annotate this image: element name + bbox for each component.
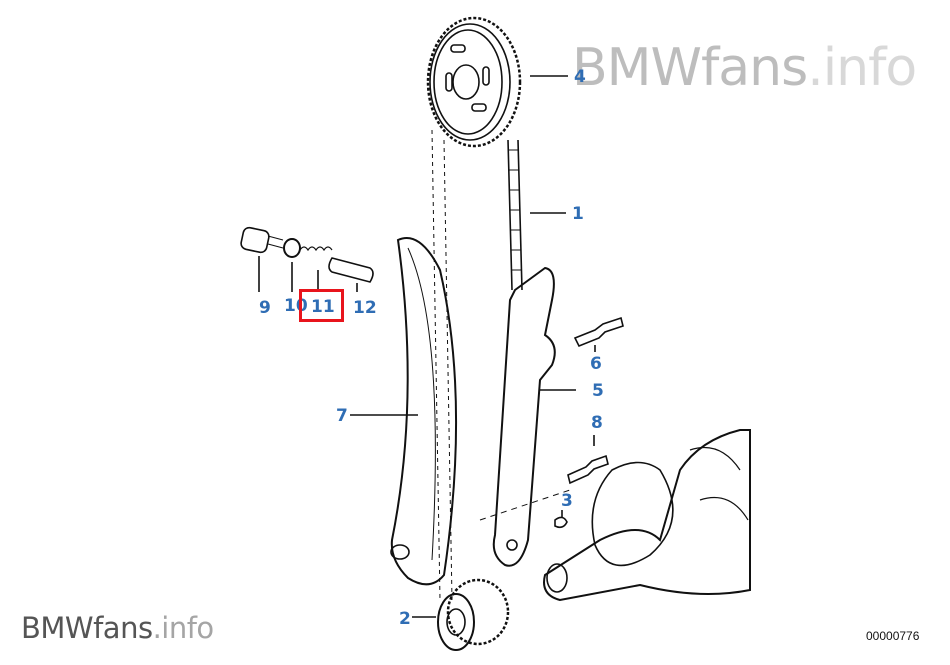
callout-5[interactable]: 5: [592, 381, 604, 401]
callout-8[interactable]: 8: [591, 413, 603, 433]
crankshaft-icon: [543, 429, 751, 602]
pin-bolts-icon: [479, 316, 624, 529]
callout-1[interactable]: 1: [572, 204, 584, 224]
diagram-id: 00000776: [866, 629, 920, 643]
highlight-box-part-11: [299, 289, 344, 322]
watermark-suffix: .info: [152, 611, 215, 645]
watermark-brand: BMWfans: [572, 38, 808, 98]
callout-11[interactable]: 11: [311, 297, 335, 317]
watermark-bottom: BMWfans.info: [21, 614, 214, 643]
callout-7[interactable]: 7: [336, 406, 348, 426]
callout-9[interactable]: 9: [259, 298, 271, 318]
callout-4[interactable]: 4: [574, 67, 586, 87]
tensioner-rail-icon: [350, 237, 458, 586]
tensioner-assembly-icon: [240, 226, 374, 292]
timing-chain-icon: [431, 75, 568, 601]
watermark-brand: BMWfans: [21, 611, 153, 645]
callout-6[interactable]: 6: [590, 354, 602, 374]
camshaft-sprocket-icon: [426, 16, 522, 148]
watermark-top: BMWfans.info: [572, 42, 917, 94]
callout-3[interactable]: 3: [561, 491, 573, 511]
guide-rail-icon: [492, 266, 576, 567]
callout-12[interactable]: 12: [353, 298, 377, 318]
watermark-suffix: .info: [807, 38, 917, 98]
callout-2[interactable]: 2: [399, 609, 411, 629]
crankshaft-sprocket-icon: [412, 578, 510, 651]
